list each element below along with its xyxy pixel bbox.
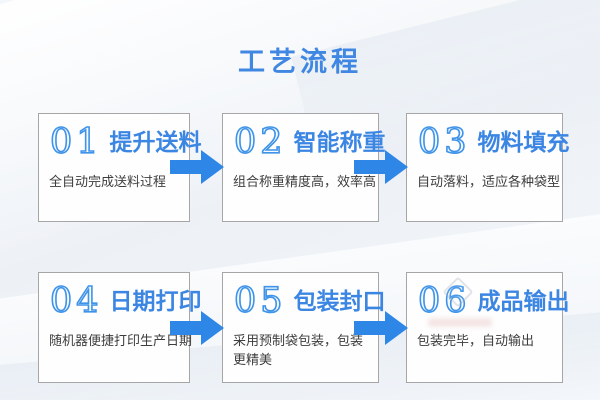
step-heading: 02 智能称重 [233, 122, 385, 162]
step-card-01: 01 提升送料 全自动完成送料过程 [38, 113, 202, 222]
flow-arrow-icon [170, 148, 224, 186]
step-number: 04 [49, 281, 103, 321]
step-title: 物料填充 [477, 129, 570, 155]
flow-arrow-icon [354, 309, 408, 347]
step-heading: 04 日期打印 [49, 281, 201, 321]
step-card-06: 06 成品输出 包装完毕，自动输出 [406, 272, 570, 383]
step-card-03: 03 物料填充 自动落料，适应各种袋型 [406, 113, 570, 222]
step-description: 组合称重精度高，效率高 [233, 174, 377, 189]
step-number: 02 [233, 122, 287, 162]
flow-arrow-icon [354, 148, 408, 186]
step-number: 01 [49, 122, 103, 162]
step-number: 03 [417, 122, 471, 162]
step-description: 包装完毕，自动输出 [417, 333, 535, 348]
step-description: 全自动完成送料过程 [49, 174, 167, 189]
step-description: 随机器便捷打印生产日期 [49, 333, 193, 348]
step-heading: 05 包装封口 [233, 281, 385, 321]
step-heading: 06 成品输出 [417, 281, 569, 321]
step-description: 自动落料，适应各种袋型 [417, 174, 561, 189]
step-number: 05 [233, 281, 287, 321]
step-title: 成品输出 [477, 288, 570, 314]
step-heading: 03 物料填充 [417, 122, 569, 162]
flow-arrow-icon [170, 309, 224, 347]
step-heading: 01 提升送料 [49, 122, 201, 162]
page-title: 工艺流程 [238, 47, 362, 77]
step-card-04: 04 日期打印 随机器便捷打印生产日期 [38, 272, 202, 383]
step-description: 采用预制袋包装，包装更精美 [233, 333, 364, 367]
step-number: 06 [417, 281, 471, 321]
